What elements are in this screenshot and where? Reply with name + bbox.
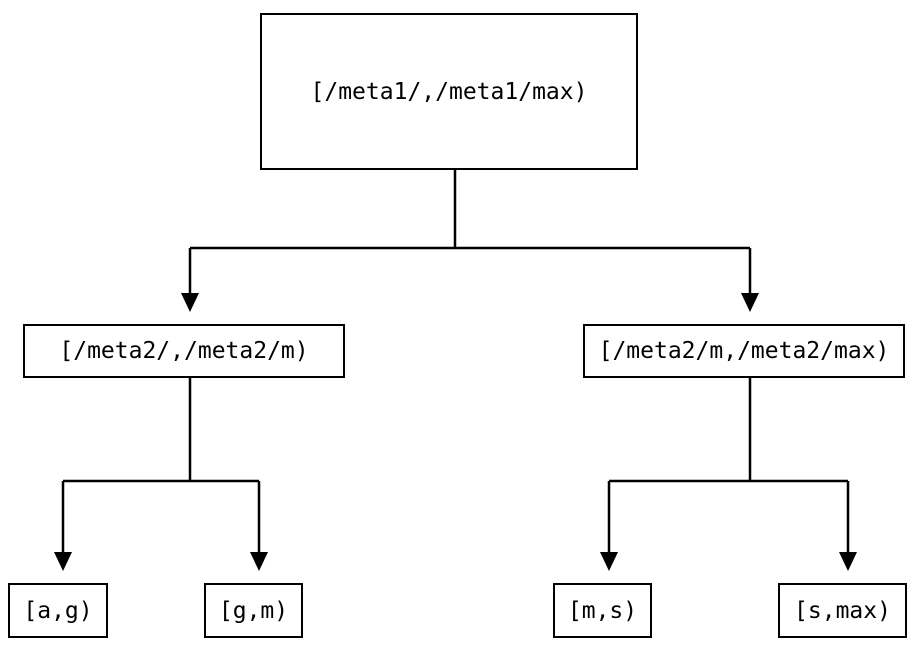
node-leaf-ms: [m,s)	[553, 583, 652, 638]
arrowhead-to-left-node	[181, 293, 199, 312]
edge-right-to-children	[607, 378, 850, 552]
arrowhead-to-leaf-ms	[600, 552, 618, 571]
arrowhead-to-leaf-ag	[54, 552, 72, 571]
node-leaf-ag: [a,g)	[8, 583, 108, 638]
edge-root-to-children	[188, 170, 752, 293]
node-meta2-lower: [/meta2/,/meta2/m)	[23, 324, 345, 378]
node-root: [/meta1/,/meta1/max)	[260, 13, 638, 170]
edge-left-to-children	[61, 378, 261, 552]
arrowhead-to-leaf-smax	[839, 552, 857, 571]
arrowhead-to-right-node	[741, 293, 759, 312]
node-leaf-smax: [s,max)	[778, 583, 907, 638]
node-leaf-gm: [g,m)	[204, 583, 303, 638]
node-meta2-upper: [/meta2/m,/meta2/max)	[583, 324, 905, 378]
arrowhead-to-leaf-gm	[250, 552, 268, 571]
